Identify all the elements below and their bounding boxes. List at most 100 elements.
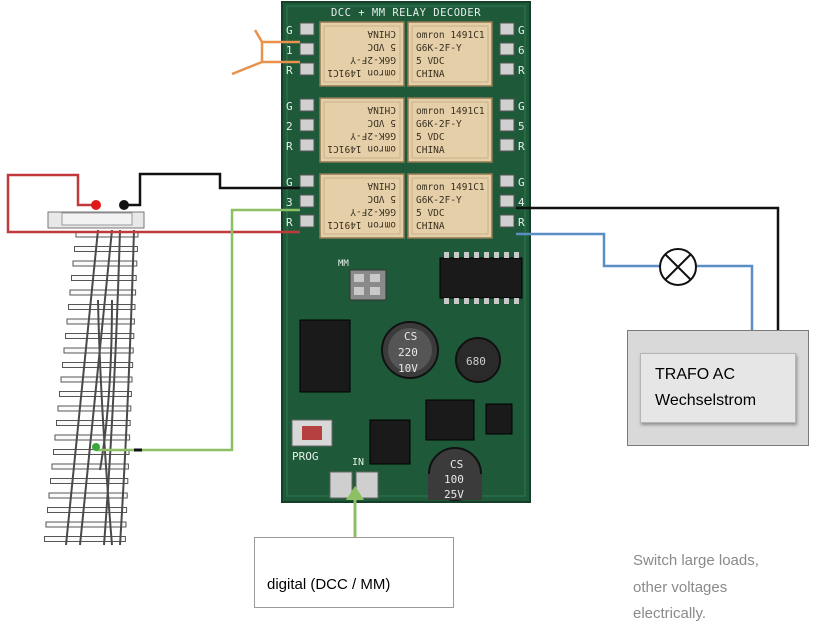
pin-pad — [499, 22, 515, 36]
mm-jumper: MM — [338, 259, 387, 301]
digital-input-label: digital (DCC / MM) — [267, 576, 391, 593]
board-title: DCC + MM RELAY DECODER — [331, 7, 481, 19]
pin-label: G — [518, 100, 525, 113]
ic-chip-right — [439, 252, 523, 304]
trafo-label-panel — [640, 353, 796, 423]
pin-pad — [499, 138, 515, 152]
pin-label: R — [286, 64, 293, 77]
prog-label: PROG — [292, 450, 319, 463]
ic-pin — [514, 252, 519, 258]
relay-text: omron 1491C1 — [327, 219, 396, 230]
cap-side-label: 680 — [466, 355, 486, 368]
pin-pad — [299, 42, 315, 56]
relay-text: G6K-2F-Y — [416, 195, 462, 206]
track-tie — [74, 246, 138, 252]
pin-pad — [499, 42, 515, 56]
pin-pad — [499, 194, 515, 208]
relay-text: CHINA — [416, 221, 445, 232]
pin-pad — [499, 62, 515, 76]
pin-pad — [299, 118, 315, 132]
cap-small-line2: 100 — [444, 473, 464, 486]
pin-pad — [299, 174, 315, 188]
pin-label: G — [286, 100, 293, 113]
pin-label: 4 — [518, 196, 525, 209]
track-tie — [51, 463, 129, 470]
pin-pad — [299, 214, 315, 228]
ic-pin — [464, 252, 469, 258]
pin-pad — [299, 98, 315, 112]
relay-text: CHINA — [416, 145, 445, 156]
cap-small-line1: CS — [450, 458, 463, 471]
relay-text: G6K-2F-Y — [416, 43, 462, 54]
capacitor-large: CS 220 10V — [381, 321, 439, 379]
ic-pin — [504, 298, 509, 304]
relay-text: 5 VDC — [367, 193, 396, 204]
track-tie — [71, 275, 137, 281]
pin-label: G — [286, 24, 293, 37]
relay-text: omron 1491C1 — [416, 30, 485, 41]
pin-pad — [299, 22, 315, 36]
pin-label: 2 — [286, 120, 293, 133]
pin-pad — [299, 194, 315, 208]
pin-pad — [499, 174, 515, 188]
ic-pin — [484, 298, 489, 304]
relay: omron 1491C1 G6K-2F-Y 5 VDC CHINA — [319, 21, 405, 87]
pin-label: 6 — [518, 44, 525, 57]
ic-pin — [494, 252, 499, 258]
in-label: IN — [352, 457, 364, 468]
ic-pin — [474, 298, 479, 304]
regulator — [369, 399, 513, 465]
ic-pin — [444, 298, 449, 304]
pin-label: R — [286, 216, 293, 229]
ic-pin — [494, 298, 499, 304]
pin-label: G — [286, 176, 293, 189]
relay-text: CHINA — [416, 69, 445, 80]
ic-pin — [504, 252, 509, 258]
relay-text: G6K-2F-Y — [350, 130, 396, 141]
pin-label: 1 — [286, 44, 293, 57]
trafo-title: TRAFO AC — [655, 366, 736, 383]
caption-line-1: Switch large loads, — [633, 552, 759, 569]
track-tie — [44, 536, 126, 542]
relay-text: G6K-2F-Y — [350, 54, 396, 65]
relay-text: CHINA — [367, 28, 396, 39]
pin-label: G — [518, 176, 525, 189]
track-tie — [50, 478, 129, 484]
relay-text: 5 VDC — [416, 208, 445, 219]
input-arrow-head — [346, 486, 364, 500]
relay-text: 5 VDC — [416, 132, 445, 143]
pin-pad — [499, 98, 515, 112]
pin-pad — [499, 118, 515, 132]
ic-chip-left — [299, 319, 351, 393]
relay-text: omron 1491C1 — [416, 182, 485, 193]
ic-pin — [464, 298, 469, 304]
wire-black-left — [124, 172, 300, 207]
relay-text: omron 1491C1 — [416, 106, 485, 117]
pin-label: R — [518, 140, 525, 153]
relay-text: CHINA — [367, 180, 396, 191]
relay-text: omron 1491C1 — [327, 67, 396, 78]
pin-label: 3 — [286, 196, 293, 209]
ic-pin — [514, 298, 519, 304]
pin-label: R — [518, 64, 525, 77]
pin-label: G — [518, 24, 525, 37]
relay-text: omron 1491C1 — [327, 143, 396, 154]
turnout-track-icon — [44, 211, 145, 546]
track-tie — [68, 304, 136, 310]
relay-text: 5 VDC — [416, 56, 445, 67]
capacitor-side: 680 — [455, 337, 501, 383]
track-tie — [66, 318, 135, 325]
wire-blue — [516, 232, 754, 330]
pin-pad — [299, 138, 315, 152]
track-tie — [48, 492, 128, 499]
caption-line-2: other voltages — [633, 579, 728, 596]
wire-green — [96, 208, 300, 452]
cap-large-line1: CS — [404, 330, 417, 343]
relay-text: CHINA — [367, 104, 396, 115]
ic-pin — [474, 252, 479, 258]
relay-text: 5 VDC — [367, 41, 396, 52]
